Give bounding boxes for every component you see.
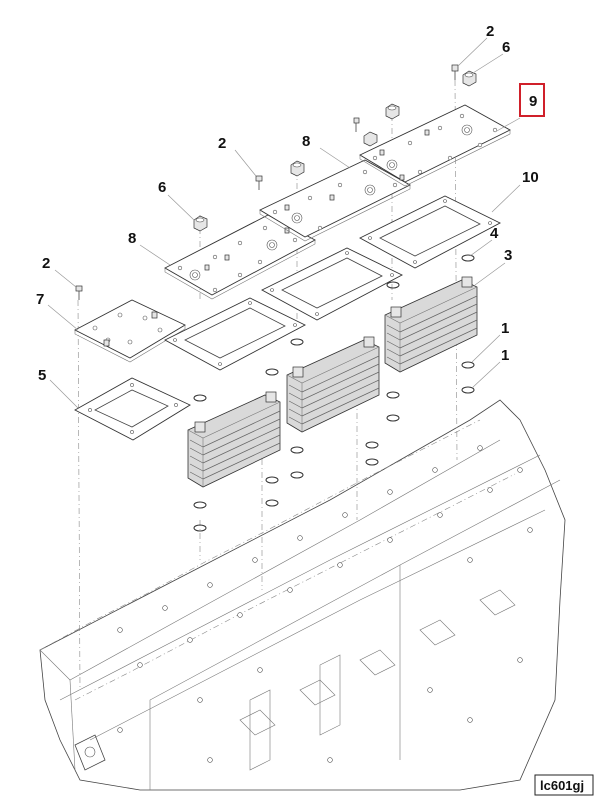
callout-6-top-right: 6 — [502, 39, 510, 56]
gasket-10-right — [359, 195, 501, 269]
o-rings — [193, 254, 475, 532]
block-pockets — [239, 589, 516, 771]
callout-5: 5 — [38, 367, 46, 384]
nut-6-left — [193, 215, 208, 232]
bolt-2-left — [75, 285, 83, 300]
block-holes — [117, 445, 533, 763]
callout-3: 3 — [504, 247, 512, 264]
leader-lines — [47, 37, 521, 409]
cooler-core-left — [187, 391, 281, 488]
callout-1-lower: 1 — [501, 347, 509, 364]
gasket-5 — [74, 377, 191, 441]
engine-block — [39, 399, 566, 791]
nut-6-right — [462, 70, 477, 87]
callout-2-top-right: 2 — [486, 23, 494, 40]
callout-7: 7 — [36, 291, 44, 308]
bolt-2-middle — [255, 175, 263, 190]
callout-1-upper: 1 — [501, 320, 509, 337]
callout-9: 9 — [529, 93, 537, 110]
cooler-core-middle — [286, 336, 380, 433]
callout-2-middle: 2 — [218, 135, 226, 152]
reference-code: lc601gj — [540, 778, 584, 793]
bolt-2-right — [451, 64, 459, 80]
gasket-10-left — [164, 297, 306, 371]
housing-plate-8-middle — [259, 159, 411, 242]
callout-labels: 2 6 9 8 2 6 8 10 4 3 1 1 2 7 5 — [36, 23, 539, 384]
callout-2-left: 2 — [42, 255, 50, 272]
callout-4: 4 — [490, 225, 499, 242]
callout-10: 10 — [522, 169, 539, 186]
reference-code-box: lc601gj — [534, 774, 594, 796]
cover-plate-7 — [74, 299, 186, 363]
callout-9-highlight-box — [519, 83, 545, 117]
callout-8-left: 8 — [128, 230, 136, 247]
cooler-core-right — [384, 276, 478, 373]
gasket-10-middle — [261, 247, 403, 321]
housing-plate-9 — [359, 104, 511, 187]
nut-6-middle — [290, 103, 400, 177]
housing-plate-8-left — [164, 214, 316, 300]
callout-6-left: 6 — [158, 179, 166, 196]
callout-8-middle: 8 — [302, 133, 310, 150]
